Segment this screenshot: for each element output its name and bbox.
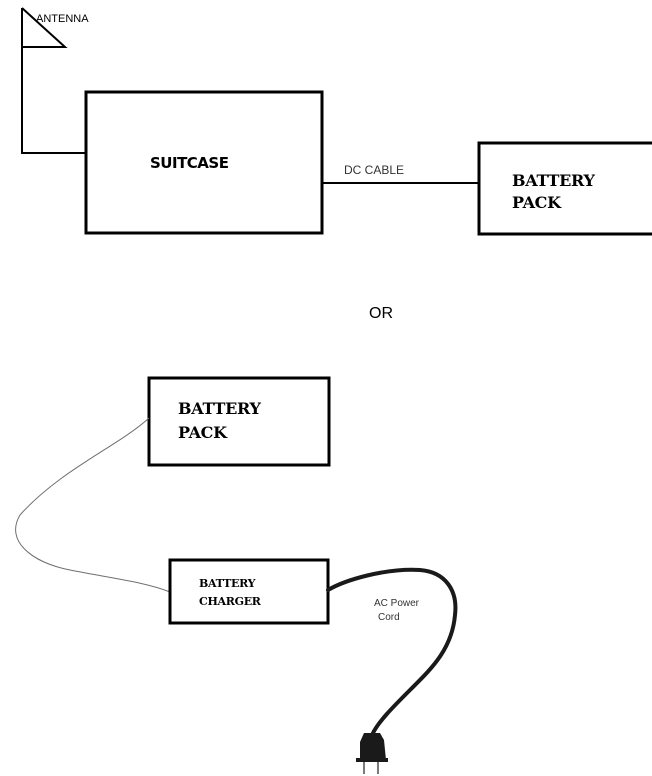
ac-power-cord-label-line1: AC Power [374, 598, 420, 609]
battery-pack-box-bottom [147, 376, 331, 467]
battery-pack-bottom-label-line2: PACK [178, 423, 228, 442]
battery-charger-label-line2: CHARGER [199, 595, 262, 608]
power-plug-icon [356, 733, 388, 774]
suitcase-label: SUITCASE [150, 154, 229, 172]
battery-charger-box [168, 558, 330, 625]
battery-pack-bottom-label-line1: BATTERY [178, 399, 262, 418]
antenna-icon [21, 7, 68, 48]
battery-pack-box-top [477, 141, 652, 236]
ac-power-cord [326, 567, 458, 737]
antenna-feed-wire [21, 47, 86, 154]
suitcase-box [84, 90, 324, 235]
ac-power-cord-label-line2: Cord [378, 612, 400, 623]
or-separator: OR [369, 305, 393, 322]
battery-charger-label-line1: BATTERY [199, 577, 256, 590]
antenna-label: ANTENNA [36, 13, 89, 25]
battery-pack-top-label-line1: BATTERY [512, 171, 596, 190]
battery-pack-top-label-line2: PACK [512, 193, 562, 212]
charger-cable [15, 417, 171, 593]
dc-cable-label: DC CABLE [344, 163, 404, 177]
